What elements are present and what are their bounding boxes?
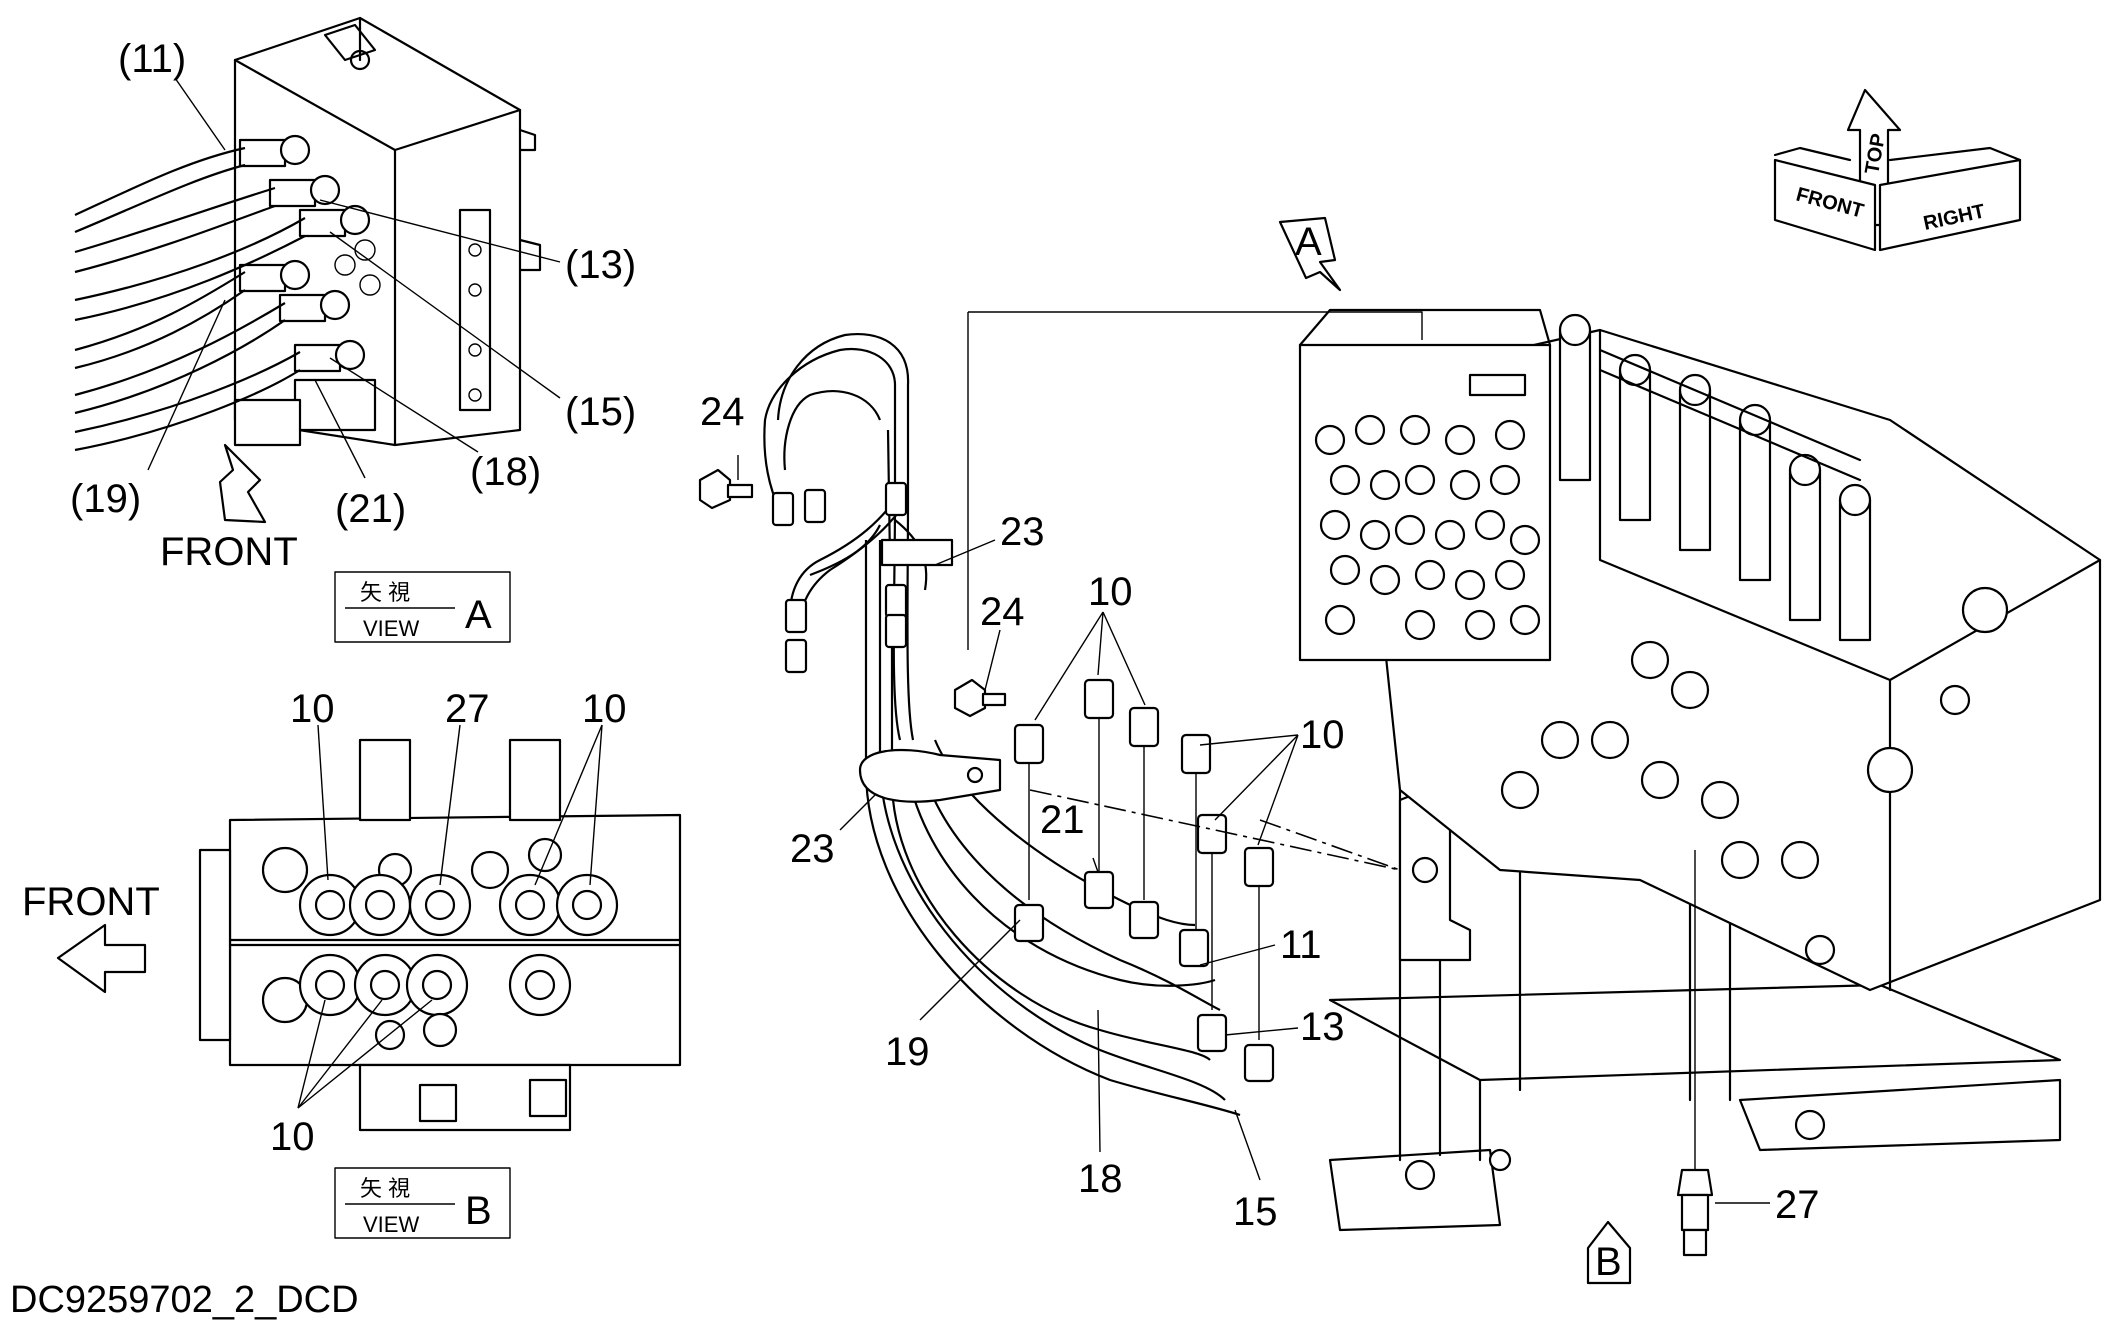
callout-15: 15	[1233, 1190, 1278, 1234]
view-arrow-a	[1278, 216, 1342, 292]
view-arrow-b	[1586, 1220, 1632, 1285]
callout-b-10-left: 10	[290, 687, 335, 731]
callout-27: 27	[1775, 1183, 1820, 1227]
view-arrow-a-letter: A	[1295, 220, 1322, 264]
callout-23-lower: 23	[790, 827, 835, 871]
callout-24-upper: 24	[700, 390, 745, 434]
callout-b-10-bottom: 10	[270, 1115, 315, 1159]
callout-18: 18	[1078, 1157, 1123, 1201]
callout-11: 11	[1280, 923, 1322, 967]
view-a-label-box	[334, 571, 511, 643]
view-a-letter: A	[465, 593, 492, 637]
control-valve-illustration	[1298, 308, 2102, 1257]
view-arrow-b-letter: B	[1595, 1240, 1622, 1284]
view-b-letter: B	[465, 1189, 492, 1233]
callout-24-lower: 24	[980, 590, 1025, 634]
callout-21: 21	[1040, 798, 1085, 842]
view-a-word: VIEW	[363, 616, 419, 641]
view-b-kanji: 矢 視	[360, 1176, 410, 1201]
view-b-word: VIEW	[363, 1212, 419, 1237]
callout-19: 19	[885, 1030, 930, 1074]
view-b-illustration	[56, 724, 682, 1132]
callout-23-upper: 23	[1000, 510, 1045, 554]
callout-a-15: (15)	[565, 390, 636, 434]
callout-a-11: (11)	[118, 37, 186, 81]
callout-a-19: (19)	[70, 477, 141, 521]
view-a-front-label: FRONT	[160, 530, 298, 574]
callout-a-21: (21)	[335, 487, 406, 531]
drawing-code: DC9259702_2_DCD	[10, 1279, 359, 1321]
hose-assembly-illustration	[698, 311, 1423, 1181]
callout-10-right: 10	[1300, 713, 1345, 757]
view-b-label-box	[334, 1167, 511, 1239]
view-b-front-label: FRONT	[22, 880, 160, 924]
view-a-kanji: 矢 視	[360, 580, 410, 605]
callout-a-18: (18)	[470, 450, 541, 494]
callout-10-center: 10	[1088, 570, 1133, 614]
callout-a-13: (13)	[565, 243, 636, 287]
orientation-symbol	[1773, 88, 2022, 252]
callout-13: 13	[1300, 1005, 1345, 1049]
view-a-illustration	[74, 16, 561, 524]
callout-b-10-right: 10	[582, 687, 627, 731]
callout-b-27: 27	[445, 687, 490, 731]
